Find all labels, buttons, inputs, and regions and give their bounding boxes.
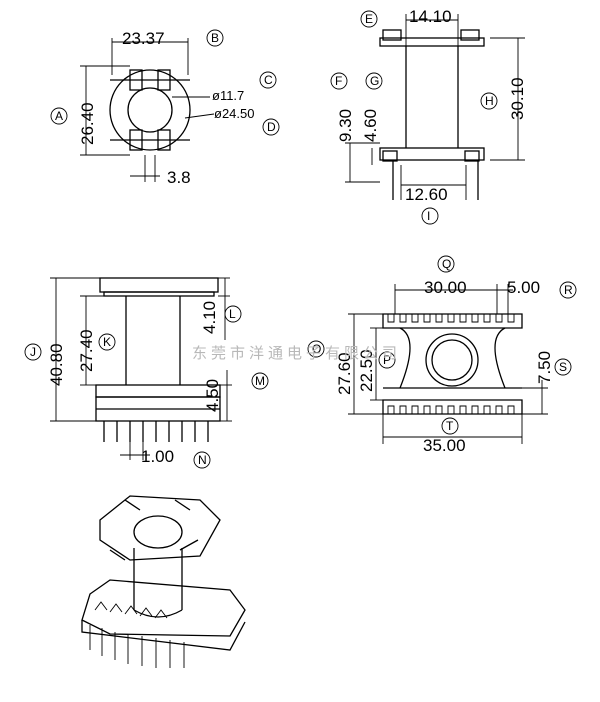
- label-P: P: [378, 351, 396, 369]
- dim-inner-dia: ø11.7: [212, 88, 244, 103]
- end-view: [348, 284, 548, 444]
- svg-text:G: G: [370, 74, 379, 88]
- label-H: H: [480, 92, 498, 110]
- dim-7-50: 7.50: [535, 351, 554, 384]
- isometric-view: [81, 495, 246, 668]
- svg-text:M: M: [255, 374, 265, 388]
- svg-text:J: J: [30, 345, 36, 359]
- svg-text:O: O: [312, 342, 321, 356]
- label-G: G: [365, 72, 383, 90]
- dim-14-10: 14.10: [409, 7, 452, 26]
- svg-text:N: N: [198, 453, 207, 467]
- label-Q: Q: [437, 255, 455, 273]
- svg-text:R: R: [564, 283, 573, 297]
- label-S: S: [554, 358, 572, 376]
- dim-9-30: 9.30: [336, 109, 355, 142]
- side-view: [345, 14, 525, 200]
- svg-text:P: P: [383, 353, 391, 367]
- svg-text:T: T: [446, 419, 454, 433]
- label-E: E: [360, 10, 378, 28]
- svg-text:H: H: [485, 94, 494, 108]
- svg-text:Q: Q: [442, 257, 451, 271]
- label-N: N: [193, 451, 211, 469]
- dim-30-00: 30.00: [424, 278, 467, 297]
- svg-text:L: L: [229, 307, 236, 321]
- svg-text:F: F: [335, 74, 342, 88]
- dim-outer-dia: ø24.50: [214, 106, 254, 121]
- label-O: O: [307, 340, 325, 358]
- svg-text:I: I: [427, 209, 430, 223]
- label-R: R: [559, 281, 577, 299]
- dim-3-8: 3.8: [167, 168, 191, 187]
- label-K: K: [98, 333, 116, 351]
- svg-text:K: K: [103, 335, 111, 349]
- label-J: J: [24, 343, 42, 361]
- front-view: [50, 277, 232, 460]
- dim-23-37: 23.37: [122, 29, 165, 48]
- dim-26-40: 26.40: [78, 102, 97, 145]
- label-L: L: [224, 305, 242, 323]
- dim-27-40: 27.40: [77, 329, 96, 372]
- label-D: D: [262, 118, 280, 136]
- label-B: B: [206, 29, 224, 47]
- label-I: I: [421, 207, 439, 225]
- dim-4-50: 4.50: [203, 379, 222, 412]
- dim-27-60: 27.60: [335, 352, 354, 395]
- label-C: C: [259, 71, 277, 89]
- label-F: F: [330, 72, 348, 90]
- svg-text:A: A: [55, 109, 63, 123]
- label-T: T: [441, 417, 459, 435]
- label-M: M: [251, 372, 269, 390]
- svg-text:E: E: [365, 12, 373, 26]
- svg-text:C: C: [264, 73, 273, 87]
- label-A: A: [50, 107, 68, 125]
- dim-22-50: 22.50: [357, 349, 376, 392]
- svg-text:D: D: [267, 120, 276, 134]
- dim-4-60: 4.60: [361, 109, 380, 142]
- top-view: [80, 38, 215, 182]
- dim-12-60: 12.60: [405, 185, 448, 204]
- dim-35-00: 35.00: [423, 436, 466, 455]
- dim-40-80: 40.80: [47, 343, 66, 386]
- svg-text:B: B: [211, 31, 219, 45]
- dim-30-10: 30.10: [508, 77, 527, 120]
- watermark-company-name: 东莞市洋通电子有限公司: [192, 344, 402, 362]
- dim-1-00: 1.00: [141, 447, 174, 466]
- dim-5-00: 5.00: [507, 278, 540, 297]
- dim-4-10: 4.10: [200, 301, 219, 334]
- svg-text:S: S: [559, 360, 567, 374]
